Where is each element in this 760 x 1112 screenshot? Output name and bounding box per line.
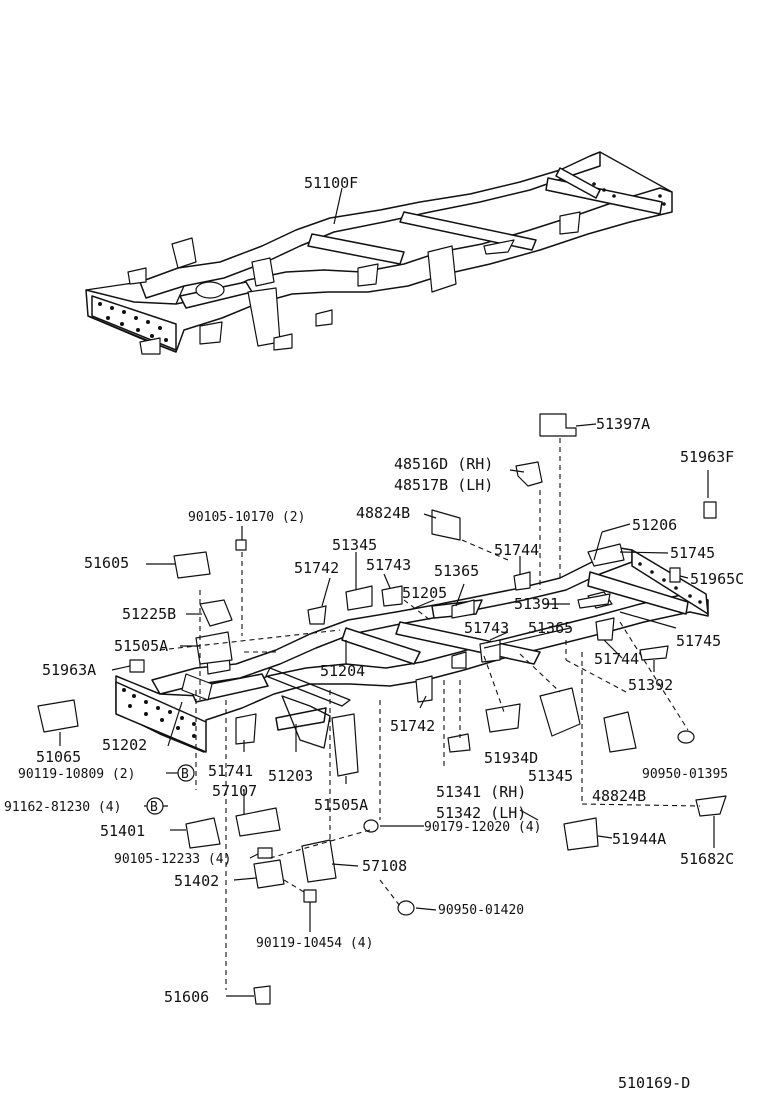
label-51742-mid: 51742: [390, 717, 435, 735]
label-51203: 51203: [268, 767, 313, 785]
label-51606: 51606: [164, 988, 209, 1006]
label-51206: 51206: [632, 516, 677, 534]
label-51341: 51341 (RH): [436, 783, 526, 801]
label-51100F: 51100F: [304, 174, 358, 192]
label-48517B: 48517B (LH): [394, 476, 493, 494]
label-57108: 57108: [362, 857, 407, 875]
label-51505A-bot: 51505A: [314, 796, 368, 814]
label-51743-top: 51743: [366, 556, 411, 574]
circle-b-marker-1: B: [177, 764, 195, 782]
label-51365-top: 51365: [434, 562, 479, 580]
circle-b-marker-2: B: [146, 797, 164, 815]
label-51342: 51342 (LH): [436, 804, 526, 822]
label-51745-top: 51745: [670, 544, 715, 562]
frame-assembly-illustration: [85, 151, 673, 355]
label-51402: 51402: [174, 872, 219, 890]
label-51934D: 51934D: [484, 749, 538, 767]
diagram-code: 510169-D: [618, 1074, 690, 1092]
label-51225B: 51225B: [122, 605, 176, 623]
label-51744-top: 51744: [494, 541, 539, 559]
label-51202: 51202: [102, 736, 147, 754]
label-51345-mid: 51345: [528, 767, 573, 785]
frame-exploded-illustration: [115, 543, 709, 777]
label-91162-81230: 91162-81230 (4): [4, 800, 121, 815]
label-57107: 57107: [212, 782, 257, 800]
label-51397A: 51397A: [596, 415, 650, 433]
label-90950-01420: 90950-01420: [438, 903, 524, 918]
label-51345-top: 51345: [332, 536, 377, 554]
label-90950-01395: 90950-01395: [642, 767, 728, 782]
label-48516D: 48516D (RH): [394, 455, 493, 473]
label-51743-mid: 51743: [464, 619, 509, 637]
label-90105-12233: 90105-12233 (4): [114, 852, 231, 867]
label-51965C: 51965C: [690, 570, 744, 588]
label-90119-10809: 90119-10809 (2): [18, 767, 135, 782]
label-51963A: 51963A: [42, 661, 96, 679]
label-90179-12020: 90179-12020 (4): [424, 820, 541, 835]
label-51605: 51605: [84, 554, 129, 572]
label-51365-mid: 51365: [528, 619, 573, 637]
label-51963F: 51963F: [680, 448, 734, 466]
label-51742-top: 51742: [294, 559, 339, 577]
label-90119-10454: 90119-10454 (4): [256, 936, 373, 951]
label-48824B-bot: 48824B: [592, 787, 646, 805]
leader-lines: [59, 423, 715, 997]
label-51401: 51401: [100, 822, 145, 840]
label-90105-10170: 90105-10170 (2): [188, 510, 305, 525]
label-51745-mid: 51745: [676, 632, 721, 650]
svg-text:B: B: [181, 767, 189, 782]
label-51205: 51205: [402, 584, 447, 602]
label-51065: 51065: [36, 748, 81, 766]
svg-text:B: B: [150, 800, 158, 815]
label-51741: 51741: [208, 762, 253, 780]
label-51505A-top: 51505A: [114, 637, 168, 655]
label-48824B-top: 48824B: [356, 504, 410, 522]
label-51392: 51392: [628, 676, 673, 694]
label-51744-mid: 51744: [594, 650, 639, 668]
label-51682C: 51682C: [680, 850, 734, 868]
label-51391: 51391: [514, 595, 559, 613]
label-51944A: 51944A: [612, 830, 666, 848]
loose-parts: [37, 413, 727, 1005]
part-labels: 51100F 51397A 51963F 48516D (RH) 48517B …: [4, 174, 744, 1092]
label-51204: 51204: [320, 662, 365, 680]
